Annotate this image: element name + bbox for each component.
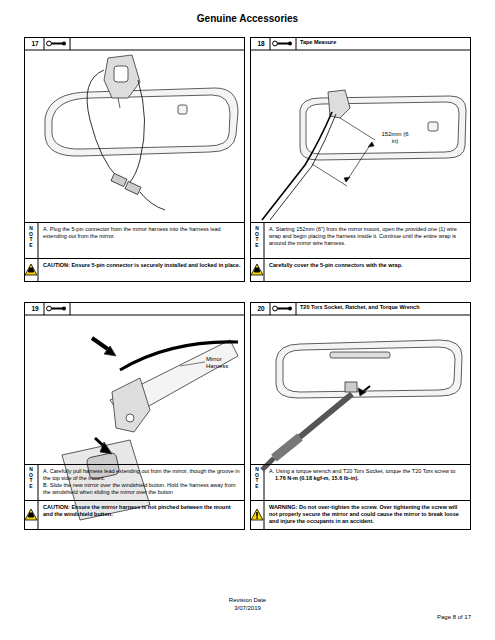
wrench-icon bbox=[62, 42, 66, 46]
step-panel: 17 A. Plug the 5-pin connector from the m… bbox=[24, 37, 245, 282]
page-title: Genuine Accessories bbox=[0, 13, 495, 25]
caution-box: CAUTION: Ensure 5-pin connector is secur… bbox=[25, 258, 244, 282]
column-rule bbox=[264, 464, 265, 530]
caution-text: CAUTION: Ensure 5-pin connector is secur… bbox=[43, 262, 241, 269]
note-marker: NOTE bbox=[255, 226, 260, 248]
tool-list: T20 Torx Socket, Ratchet, and Torque Wre… bbox=[300, 304, 468, 311]
caution-text: WARNING: Do not over-tighten the screw. … bbox=[269, 504, 467, 525]
header-rule bbox=[250, 50, 471, 51]
page-number: Page 8 of 17 bbox=[380, 614, 471, 621]
caution-icon bbox=[29, 268, 33, 271]
caution-icon bbox=[256, 512, 258, 517]
header-rule bbox=[296, 37, 297, 50]
wrench-icon bbox=[288, 307, 292, 311]
note-box: A. Carefully pull harness lead extending… bbox=[25, 464, 244, 500]
wrench-icon bbox=[288, 42, 292, 46]
note-box: A. Plug the 5-pin connector from the mir… bbox=[25, 222, 244, 258]
header-rule bbox=[270, 37, 271, 50]
mirror-figure-18 bbox=[262, 90, 466, 220]
wrench-icon bbox=[273, 41, 278, 46]
caution-icon bbox=[29, 513, 33, 516]
note-text: A. Plug the 5-pin connector from the mir… bbox=[43, 226, 241, 240]
note-text: B. Slide the new mirror over the windshi… bbox=[43, 482, 241, 496]
part-label: Mirror Harness bbox=[206, 356, 240, 370]
column-rule bbox=[38, 464, 39, 530]
step-number: 17 bbox=[25, 38, 45, 50]
wrench-icon bbox=[47, 306, 52, 311]
mirror-figure-20 bbox=[262, 340, 462, 470]
dimension-label: 152mm (6 in) bbox=[380, 131, 410, 145]
caution-icon bbox=[256, 517, 258, 519]
header-rule bbox=[250, 315, 471, 316]
header-rule bbox=[70, 37, 71, 50]
caution-icon bbox=[25, 264, 37, 275]
note-box: A. Starting 152mm (6") from the mirror m… bbox=[251, 222, 470, 258]
tool-list: Tape Measure bbox=[300, 39, 468, 46]
footer-text: Revision Date bbox=[0, 597, 495, 604]
note-marker: NOTE bbox=[29, 467, 34, 489]
caution-text: Carefully cover the 5-pin connectors wit… bbox=[269, 262, 467, 269]
footer-text: 3/07/2019 bbox=[0, 605, 495, 612]
header-rule bbox=[44, 302, 45, 315]
note-marker: NOTE bbox=[29, 226, 34, 248]
leader-line bbox=[180, 362, 205, 366]
header-rule bbox=[24, 315, 245, 316]
note-marker: NOTE bbox=[255, 467, 260, 489]
wrench-icon bbox=[47, 41, 52, 46]
caution-icon bbox=[25, 509, 37, 520]
header-rule bbox=[24, 50, 245, 51]
header-rule bbox=[270, 302, 271, 315]
header-rule bbox=[70, 302, 71, 315]
caution-text: CAUTION: Ensure the mirror harness is no… bbox=[43, 504, 241, 518]
step-number: 20 bbox=[251, 303, 271, 315]
caution-icon bbox=[251, 509, 263, 520]
header-rule bbox=[44, 37, 45, 50]
note-text: A. Starting 152mm (6") from the mirror m… bbox=[269, 226, 467, 247]
step-panel: 19 A. Carefully pull harness lead extendi… bbox=[24, 302, 245, 530]
column-rule bbox=[38, 222, 39, 282]
wrench-icon bbox=[62, 307, 66, 311]
step-number: 19 bbox=[25, 303, 45, 315]
caution-icon bbox=[255, 268, 259, 271]
caution-box: WARNING: Do not over-tighten the screw. … bbox=[251, 500, 470, 529]
step-panel: 18 Tape Measure A. Starting 152mm (6") fro… bbox=[250, 37, 471, 282]
note-text: 1.76 N-m (0.18 kgf-m, 15.6 lb-in). bbox=[269, 475, 467, 482]
wrench-icon bbox=[273, 306, 278, 311]
caution-box: Carefully cover the 5-pin connectors wit… bbox=[251, 258, 470, 282]
caution-box: CAUTION: Ensure the mirror harness is no… bbox=[25, 500, 244, 529]
step-number: 18 bbox=[251, 38, 271, 50]
note-text: A. Carefully pull harness lead extending… bbox=[43, 468, 241, 482]
header-rule bbox=[296, 302, 297, 315]
column-rule bbox=[264, 222, 265, 282]
note-box: A. Using a torque wrench and T20 Torx So… bbox=[251, 464, 470, 500]
mirror-figure-17 bbox=[45, 55, 238, 210]
step-panel: 20 T20 Torx Socket, Ratchet, and Torque W… bbox=[250, 302, 471, 530]
note-text: A. Using a torque wrench and T20 Torx So… bbox=[269, 468, 467, 475]
caution-icon bbox=[251, 264, 263, 275]
